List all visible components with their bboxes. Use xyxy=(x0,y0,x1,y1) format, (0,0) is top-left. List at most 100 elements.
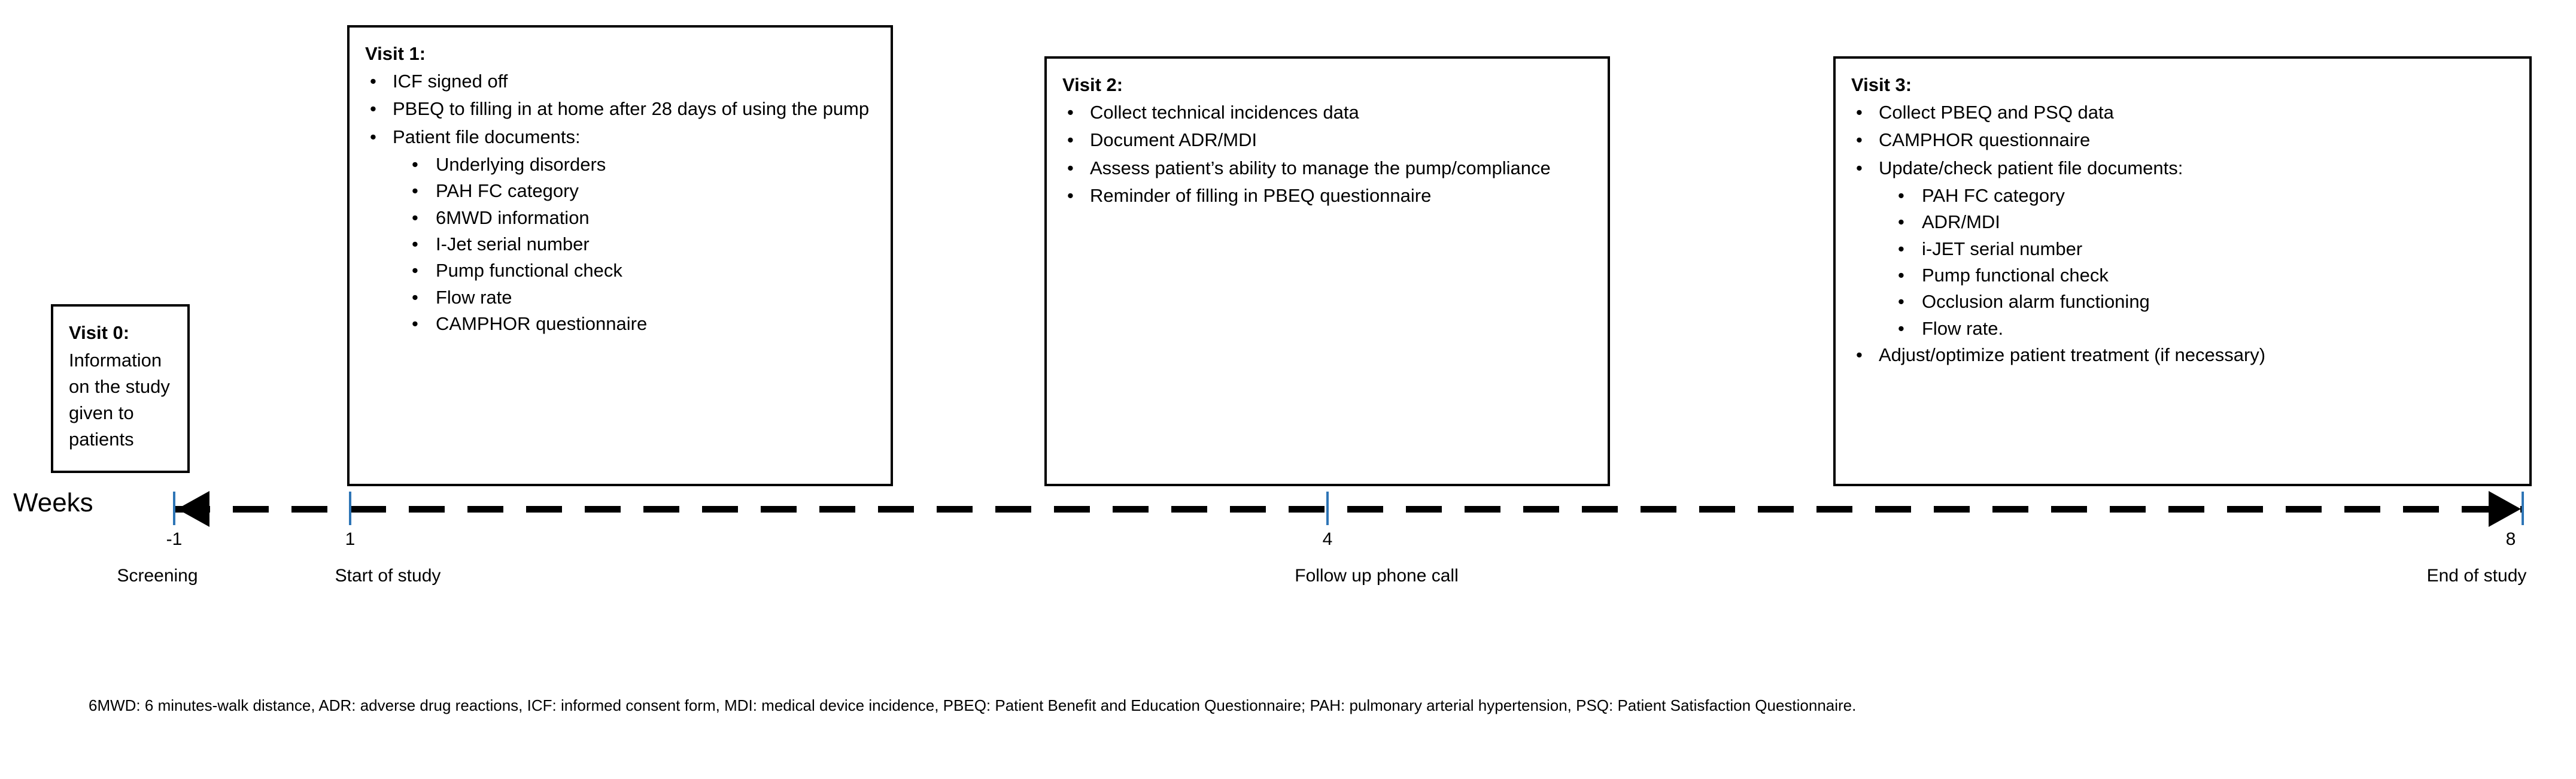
timeline-dashed-line xyxy=(174,506,2523,513)
tick-caption-follow-up-phone-call: Follow up phone call xyxy=(1295,566,1459,586)
list-item: • 6MWD information xyxy=(365,205,880,231)
timeline-left-arrow-icon xyxy=(177,491,209,527)
list-item-label: Occlusion alarm functioning xyxy=(1922,291,2150,313)
list-item: • PAH FC category xyxy=(365,178,880,204)
list-item-label: Update/check patient file documents: xyxy=(1879,157,2183,178)
bullet-icon: • xyxy=(412,313,418,334)
list-item: • Adjust/optimize patient treatment (if … xyxy=(1851,342,2519,368)
visit-0-box: Visit 0: Information on the study given … xyxy=(51,304,190,473)
bullet-icon: • xyxy=(412,180,418,202)
list-item: • Underlying disorders xyxy=(365,151,880,178)
list-item-label: Flow rate. xyxy=(1922,317,2004,339)
visit-1-title: Visit 1: xyxy=(365,43,426,64)
bullet-icon: • xyxy=(1067,185,1074,206)
visit-2-box: Visit 2: • Collect technical incidences … xyxy=(1044,56,1610,486)
visit-1-box: Visit 1: • ICF signed off • PBEQ to fill… xyxy=(347,25,893,486)
list-item: • Collect PBEQ and PSQ data xyxy=(1851,99,2519,126)
list-item-label: Underlying disorders xyxy=(436,154,606,175)
list-item-label: ADR/MDI xyxy=(1922,211,2000,233)
list-item: • PBEQ to filling in at home after 28 da… xyxy=(365,96,880,122)
list-item-label: Assess patient’s ability to manage the p… xyxy=(1090,157,1551,178)
list-item-label: PAH FC category xyxy=(436,180,579,202)
list-item: • PAH FC category xyxy=(1851,183,2519,209)
list-item-label: Document ADR/MDI xyxy=(1090,129,1257,151)
weeks-axis-label: Weeks xyxy=(13,488,93,517)
list-item-label: Reminder of filling in PBEQ questionnair… xyxy=(1090,185,1432,206)
visit-3-bullet-list-bottom: • Adjust/optimize patient treatment (if … xyxy=(1851,342,2519,368)
tick-number-week-1: 1 xyxy=(345,529,356,549)
bullet-icon: • xyxy=(1898,211,1904,233)
visit-2-bullet-list: • Collect technical incidences data • Do… xyxy=(1062,99,1597,209)
list-item-label: Pump functional check xyxy=(1922,264,2109,286)
abbreviations-footnote: 6MWD: 6 minutes-walk distance, ADR: adve… xyxy=(89,696,1857,714)
bullet-icon: • xyxy=(412,286,418,308)
tick-mark-week-4 xyxy=(1326,492,1329,525)
visit-3-title: Visit 3: xyxy=(1851,74,1912,95)
visit-0-title: Visit 0: xyxy=(69,322,130,343)
list-item-label: Pump functional check xyxy=(436,260,622,281)
list-item-label: PAH FC category xyxy=(1922,185,2065,206)
list-item-label: 6MWD information xyxy=(436,207,590,228)
list-item: • Occlusion alarm functioning xyxy=(1851,289,2519,315)
bullet-icon: • xyxy=(412,260,418,281)
bullet-icon: • xyxy=(1856,157,1863,178)
list-item-label: Patient file documents: xyxy=(393,126,581,147)
list-item-label: CAMPHOR questionnaire xyxy=(1879,129,2091,151)
list-item: • Pump functional check xyxy=(1851,262,2519,289)
bullet-icon: • xyxy=(370,98,376,120)
timeline-right-arrow-icon xyxy=(2489,491,2521,527)
visit-1-subbullet-list: • Underlying disorders • PAH FC category… xyxy=(365,151,880,337)
list-item: • Update/check patient file documents: xyxy=(1851,155,2519,181)
tick-number-week-8: 8 xyxy=(2505,529,2516,549)
list-item: • Pump functional check xyxy=(365,257,880,284)
list-item: • CAMPHOR questionnaire xyxy=(365,311,880,337)
bullet-icon: • xyxy=(1898,238,1904,259)
visit-0-body: Information on the study given to patien… xyxy=(69,350,170,450)
tick-number-week--1: -1 xyxy=(166,529,183,549)
tick-caption-end-of-study: End of study xyxy=(2426,566,2527,586)
bullet-icon: • xyxy=(1898,185,1904,206)
bullet-icon: • xyxy=(1898,291,1904,313)
bullet-icon: • xyxy=(370,126,376,147)
tick-mark-week-1 xyxy=(349,492,351,525)
bullet-icon: • xyxy=(1856,129,1863,151)
list-item: • Collect technical incidences data xyxy=(1062,99,1597,126)
list-item: • i-JET serial number xyxy=(1851,236,2519,262)
visit-2-title: Visit 2: xyxy=(1062,74,1123,95)
list-item: • Reminder of filling in PBEQ questionna… xyxy=(1062,183,1597,209)
bullet-icon: • xyxy=(412,233,418,254)
list-item: • Patient file documents: xyxy=(365,124,880,150)
bullet-icon: • xyxy=(1067,129,1074,151)
tick-mark-week-8 xyxy=(2522,492,2524,525)
tick-caption-screening: Screening xyxy=(117,566,198,586)
bullet-icon: • xyxy=(1067,157,1074,178)
list-item: • I-Jet serial number xyxy=(365,231,880,257)
visit-1-bullet-list: • ICF signed off • PBEQ to filling in at… xyxy=(365,68,880,150)
visit-3-box: Visit 3: • Collect PBEQ and PSQ data • C… xyxy=(1833,56,2532,486)
visit-3-bullet-list-top: • Collect PBEQ and PSQ data • CAMPHOR qu… xyxy=(1851,99,2519,181)
bullet-icon: • xyxy=(1856,102,1863,123)
list-item-label: Flow rate xyxy=(436,286,512,308)
list-item-label: Collect technical incidences data xyxy=(1090,102,1359,123)
list-item: • ADR/MDI xyxy=(1851,209,2519,235)
visit-3-subbullet-list: • PAH FC category • ADR/MDI • i-JET seri… xyxy=(1851,183,2519,342)
bullet-icon: • xyxy=(412,154,418,175)
bullet-icon: • xyxy=(412,207,418,228)
list-item-label: i-JET serial number xyxy=(1922,238,2083,259)
list-item: • Flow rate. xyxy=(1851,316,2519,342)
list-item-label: ICF signed off xyxy=(393,71,508,92)
tick-mark-week--1 xyxy=(173,492,175,525)
bullet-icon: • xyxy=(1856,344,1863,365)
list-item: • CAMPHOR questionnaire xyxy=(1851,127,2519,153)
list-item: • Flow rate xyxy=(365,284,880,311)
tick-number-week-4: 4 xyxy=(1322,529,1333,549)
tick-caption-start-of-study: Start of study xyxy=(335,566,441,586)
list-item-label: Adjust/optimize patient treatment (if ne… xyxy=(1879,344,2266,365)
list-item-label: PBEQ to filling in at home after 28 days… xyxy=(393,98,870,120)
list-item-label: CAMPHOR questionnaire xyxy=(436,313,648,334)
bullet-icon: • xyxy=(370,71,376,92)
list-item: • Assess patient’s ability to manage the… xyxy=(1062,155,1597,181)
list-item: • Document ADR/MDI xyxy=(1062,127,1597,153)
